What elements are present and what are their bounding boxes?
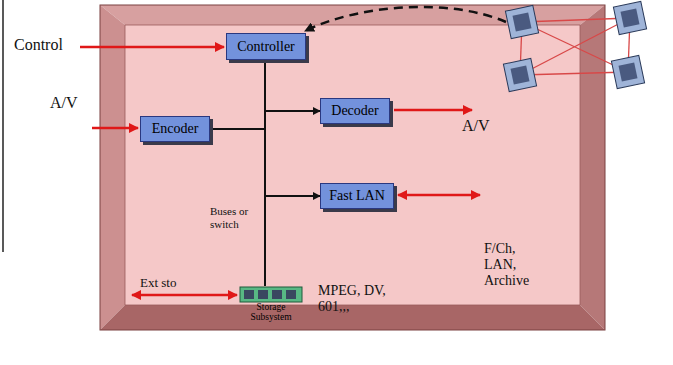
lan-box: Fast LAN — [320, 183, 394, 209]
bus-connector — [265, 60, 320, 196]
port-label: F/Ch, LAN, Archive — [484, 241, 542, 289]
bus-connector — [265, 60, 320, 111]
format-label: MPEG, DV, 601,,, — [318, 283, 398, 315]
housing-frame — [100, 5, 605, 330]
node-text: Fast LAN — [327, 188, 387, 204]
dashed-link-arrow — [305, 7, 506, 31]
bus-label: Buses or switch — [210, 205, 260, 230]
node-text: Encoder — [147, 121, 203, 137]
signal-arrows — [80, 47, 480, 295]
node-text: Storage Subsystem — [238, 303, 304, 323]
input-label: Control — [14, 36, 63, 54]
storage-box: Storage Subsystem — [238, 286, 304, 323]
signal-label: A/V — [462, 117, 490, 135]
storage-label: Ext sto — [140, 276, 176, 291]
node-text: Decoder — [327, 103, 383, 119]
bus-connector — [210, 129, 265, 286]
controller-box: Controller — [226, 33, 306, 60]
encoder-box: Encoder — [140, 116, 210, 142]
network-illustration — [503, 1, 646, 91]
node-text: Controller — [233, 39, 299, 55]
storage-chips — [240, 287, 302, 302]
signal-label: A/V — [50, 94, 78, 112]
slide-border — [2, 0, 4, 252]
decoder-box: Decoder — [320, 98, 390, 124]
